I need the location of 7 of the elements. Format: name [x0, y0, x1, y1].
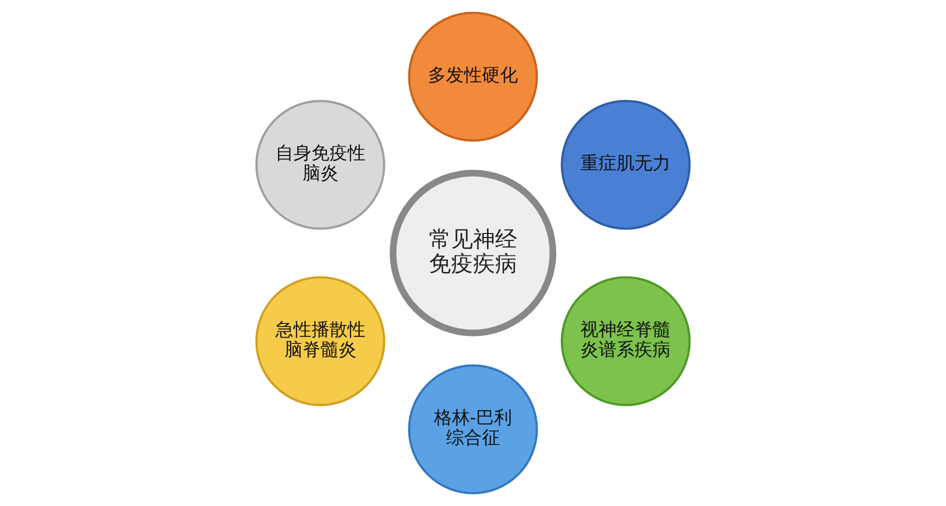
node-circle: 自身免疫性脑炎 — [255, 100, 386, 230]
node-circle: 视神经脊髓炎谱系疾病 — [560, 276, 691, 406]
node-circle: 重症肌无力 — [560, 100, 691, 230]
node-circle: 急性播散性脑脊髓炎 — [255, 276, 386, 406]
node-circle: 格林-巴利综合征 — [408, 364, 538, 494]
node-circle: 多发性硬化 — [408, 12, 538, 142]
node-circle: 常见神经免疫疾病 — [390, 170, 556, 336]
